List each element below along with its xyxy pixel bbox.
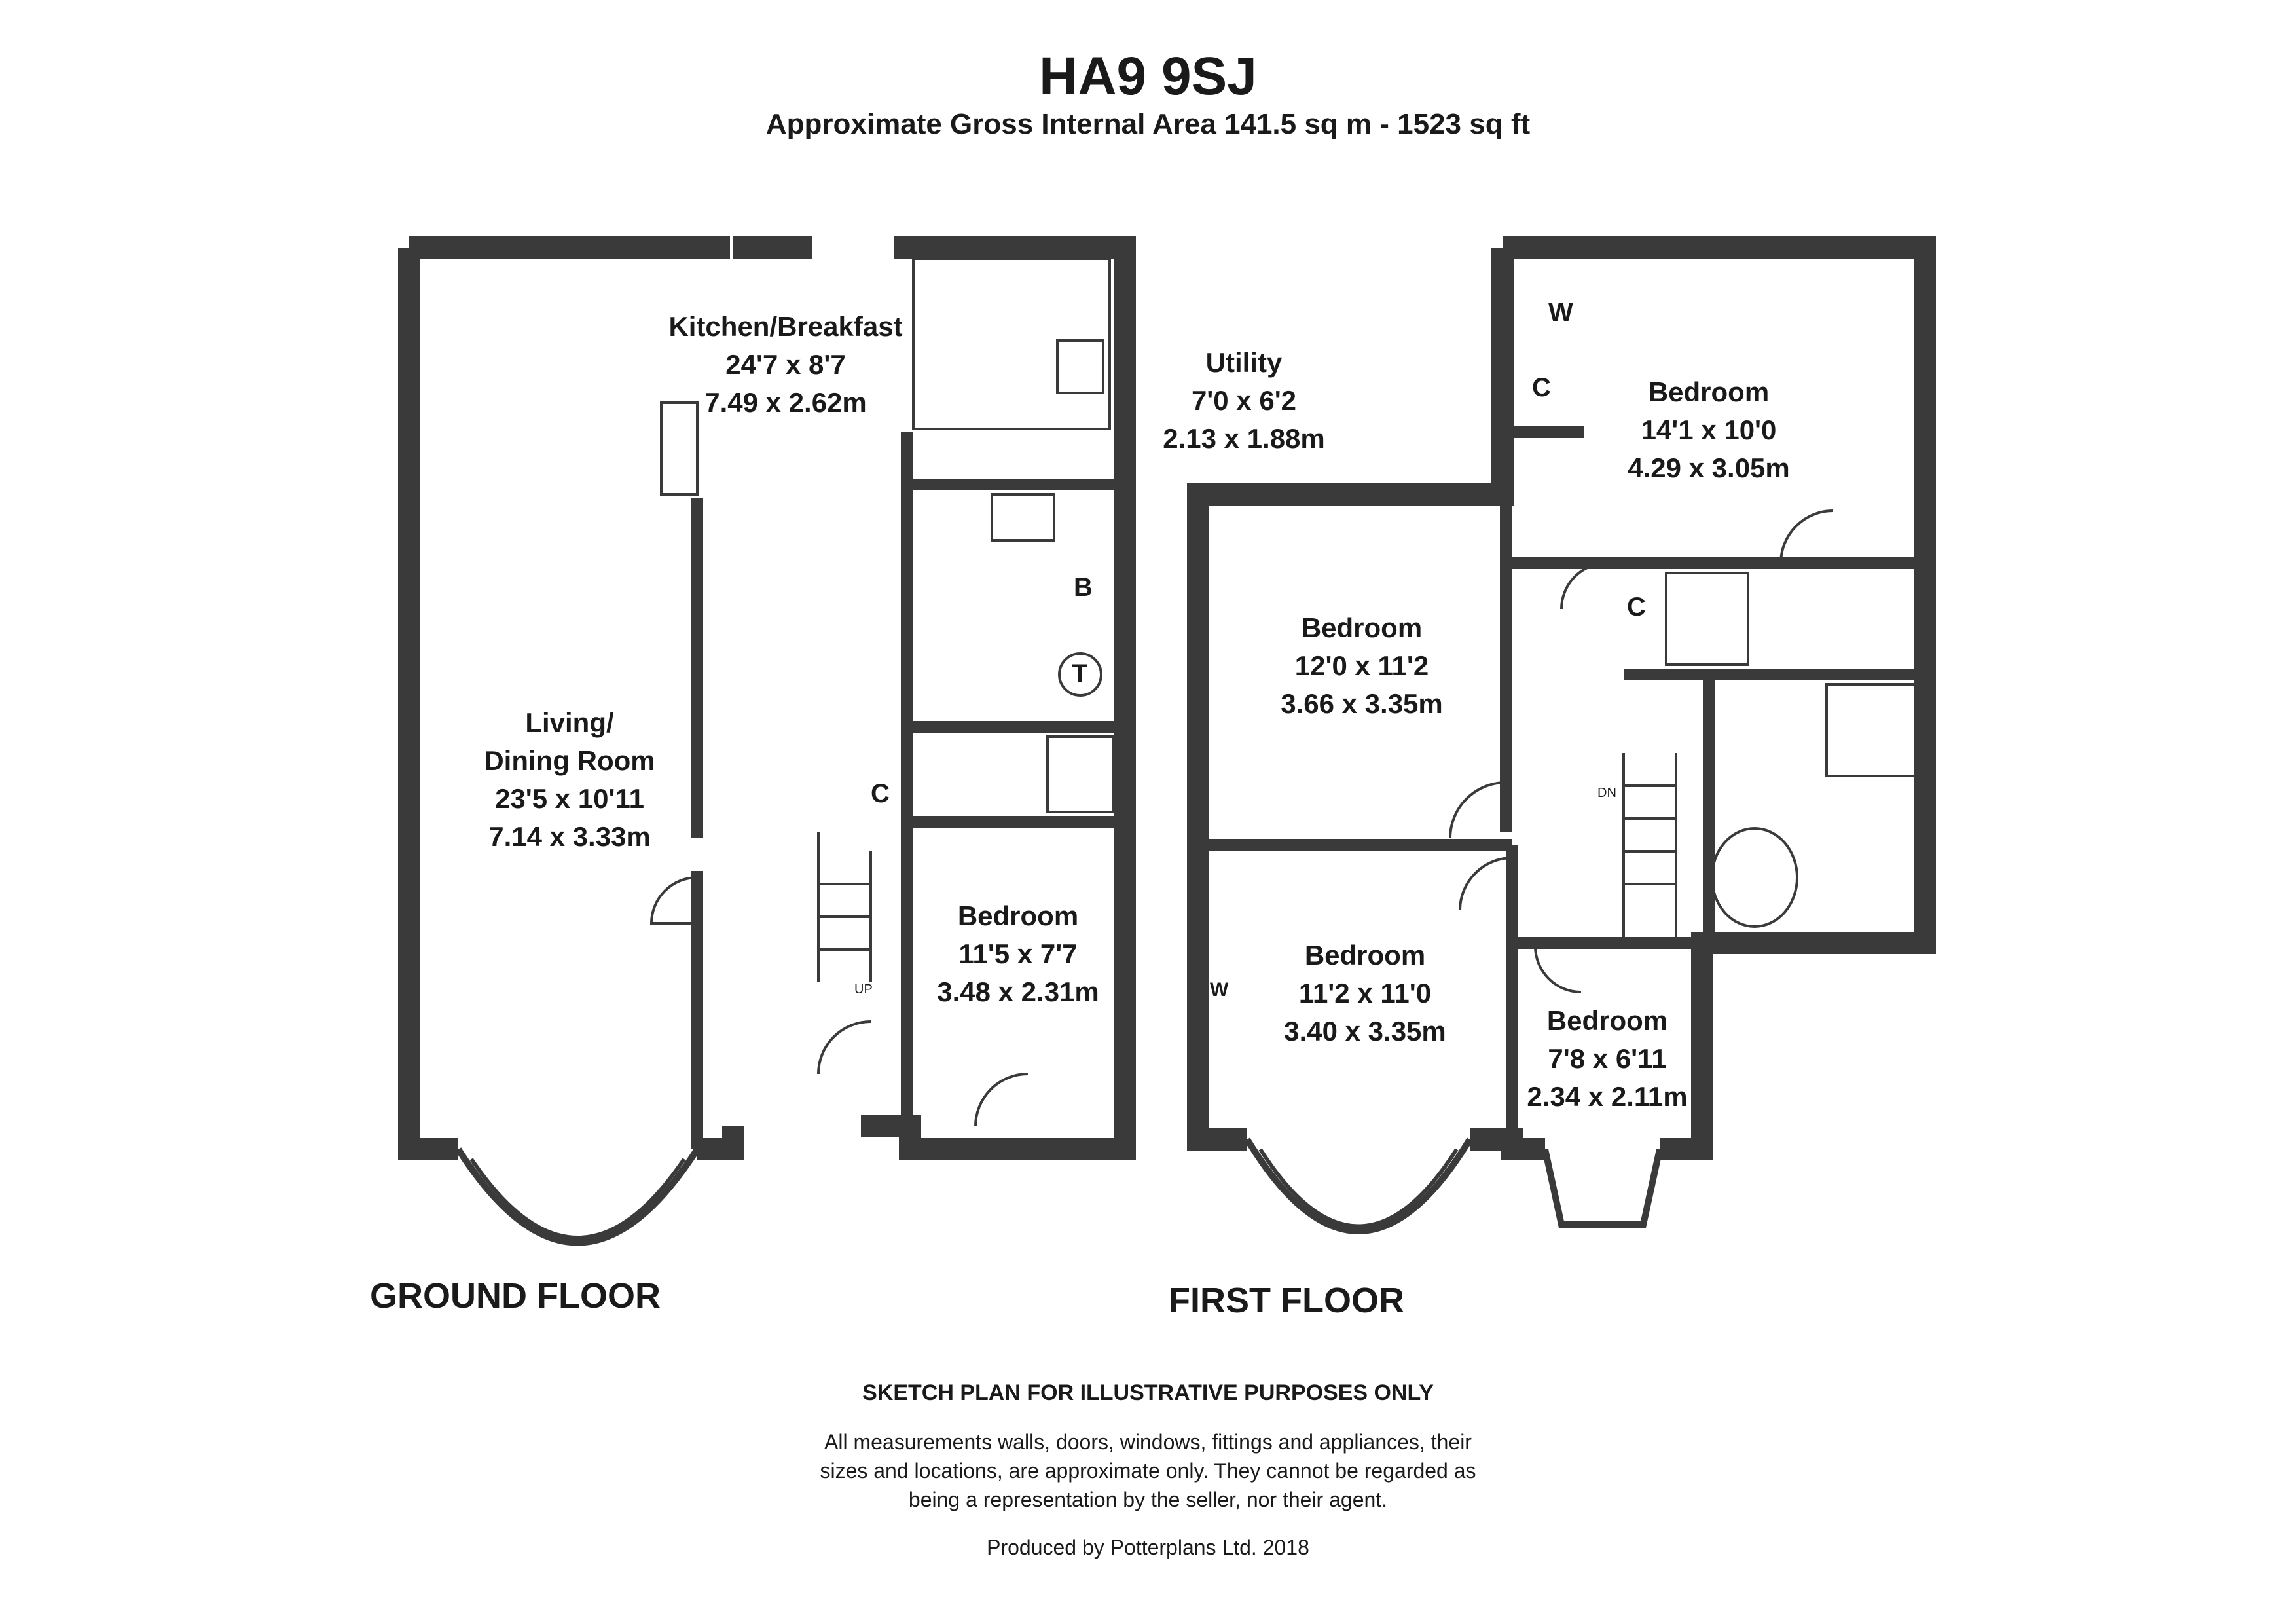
room-metric: 3.48 x 2.31m [937, 976, 1099, 1007]
disclaimer-line-3: being a representation by the seller, no… [908, 1488, 1388, 1511]
room-imperial: 12'0 x 11'2 [1294, 650, 1429, 681]
disclaimer-heading: SKETCH PLAN FOR ILLUSTRATIVE PURPOSES ON… [862, 1380, 1434, 1405]
room-metric: 3.40 x 3.35m [1284, 1016, 1446, 1046]
ground-bay-window [455, 1147, 701, 1246]
stairs-up-label: UP [854, 982, 873, 997]
room-name: Bedroom [1304, 940, 1426, 970]
stairs-down-label: DN [1597, 786, 1616, 800]
first-bay-small [1542, 1148, 1663, 1228]
bath-shower [1825, 683, 1916, 777]
disclaimer-text: All measurements walls, doors, windows, … [0, 1428, 2296, 1514]
disclaimer-line-1: All measurements walls, doors, windows, … [824, 1430, 1472, 1454]
first-floor-label: FIRST FLOOR [1169, 1281, 1404, 1320]
room-bed-front-left: Bedroom 11'2 x 11'0 3.40 x 3.35m [1260, 936, 1470, 1050]
ensuite-shower [1665, 572, 1749, 666]
room-utility: Utility 7'0 x 6'2 2.13 x 1.88m [1139, 344, 1349, 458]
room-imperial: 11'5 x 7'7 [958, 938, 1078, 969]
utility-sink [991, 493, 1055, 542]
room-metric: 4.29 x 3.05m [1628, 452, 1790, 483]
room-bed-back-right: Bedroom 14'1 x 10'0 4.29 x 3.05m [1604, 373, 1813, 487]
page-title: HA9 9SJ [1039, 46, 1257, 106]
first-internal-walls [1198, 426, 1925, 1139]
room-name-1: Living/ [525, 707, 614, 738]
bathtub [1711, 827, 1798, 928]
ground-floor-plan [398, 236, 1136, 1246]
room-imperial: 11'2 x 11'0 [1298, 978, 1432, 1008]
ground-internal-walls [691, 432, 1125, 1149]
room-imperial: 7'0 x 6'2 [1191, 385, 1297, 416]
room-bed-back-left: Bedroom 12'0 x 11'2 3.66 x 3.35m [1257, 609, 1467, 723]
room-imperial: 7'8 x 6'11 [1548, 1043, 1667, 1074]
wardrobe-label-back: W [1548, 298, 1573, 327]
ground-stairs [817, 832, 872, 982]
first-bay-large [1244, 1137, 1473, 1234]
ground-cupboard-label: C [871, 779, 890, 808]
room-metric: 3.66 x 3.35m [1281, 688, 1443, 719]
room-living: Living/ Dining Room 23'5 x 10'11 7.14 x … [452, 704, 687, 856]
room-imperial: 24'7 x 8'7 [725, 349, 846, 380]
ground-floor-label: GROUND FLOOR [370, 1276, 661, 1316]
cupboard-label-landing: C [1627, 593, 1646, 621]
room-name: Utility [1205, 347, 1283, 378]
tank-label: T [1072, 659, 1088, 688]
disclaimer-line-2: sizes and locations, are approximate onl… [820, 1459, 1476, 1483]
room-bed-front-small: Bedroom 7'8 x 6'11 2.34 x 2.11m [1516, 1002, 1699, 1116]
credit-text: Produced by Potterplans Ltd. 2018 [987, 1536, 1309, 1559]
cupboard-label-back: C [1532, 373, 1551, 402]
room-metric: 7.14 x 3.33m [488, 821, 651, 852]
room-imperial: 14'1 x 10'0 [1641, 415, 1777, 445]
wardrobe-label-front: W [1210, 979, 1229, 1001]
room-name: Kitchen/Breakfast [668, 311, 903, 342]
room-name: Bedroom [1648, 377, 1770, 407]
kitchen-counter [912, 257, 1111, 430]
ground-shower [1046, 735, 1114, 813]
gross-area: Approximate Gross Internal Area 141.5 sq… [765, 108, 1531, 140]
boiler-label: B [1074, 573, 1093, 602]
first-floor-plan [1187, 236, 1936, 1234]
tank-circle [1058, 652, 1102, 697]
first-stairs [1622, 753, 1677, 943]
room-metric: 7.49 x 2.62m [704, 387, 867, 418]
kitchen-hob [1056, 339, 1104, 394]
room-kitchen: Kitchen/Breakfast 24'7 x 8'7 7.49 x 2.62… [661, 308, 910, 422]
room-imperial: 23'5 x 10'11 [495, 783, 644, 814]
room-name: Bedroom [1301, 612, 1423, 643]
room-name-2: Dining Room [484, 745, 655, 776]
room-metric: 2.34 x 2.11m [1527, 1081, 1688, 1112]
ground-outer-wall [398, 236, 1136, 1160]
room-name: Bedroom [957, 900, 1079, 931]
room-name: Bedroom [1546, 1005, 1668, 1036]
first-outer-wall [1187, 236, 1936, 1160]
room-metric: 2.13 x 1.88m [1163, 423, 1325, 454]
room-ground-bedroom: Bedroom 11'5 x 7'7 3.48 x 2.31m [913, 897, 1123, 1011]
